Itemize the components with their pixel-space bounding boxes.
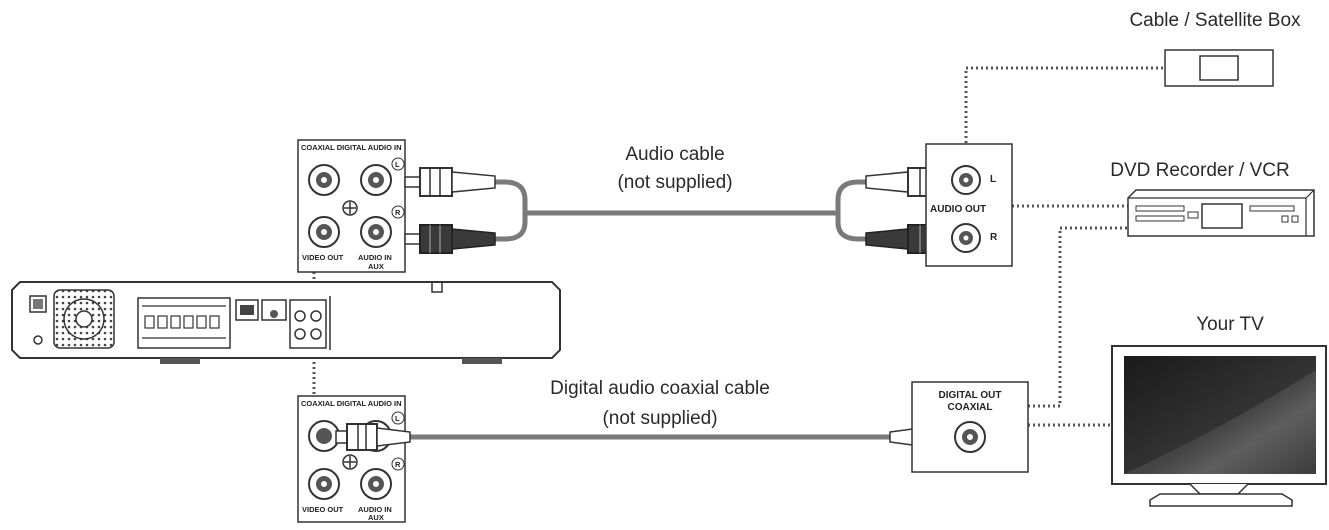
lower-audio-in: AUDIO IN [358, 505, 392, 514]
lower-panel-r: R [395, 460, 401, 469]
coaxial-label: COAXIAL [948, 402, 993, 413]
audio-out-r: R [990, 232, 998, 243]
tv-label: Your TV [1196, 314, 1264, 335]
dvd-recorder-vcr [1127, 189, 1315, 237]
upper-aux: AUX [368, 262, 384, 271]
lower-panel-coaxial-label: COAXIAL DIGITAL AUDIO IN [301, 399, 402, 408]
digital-out-label: DIGITAL OUT [939, 390, 1002, 401]
upper-panel-l: L [395, 160, 400, 169]
upper-video-out: VIDEO OUT [302, 253, 344, 262]
dvd-vcr-label: DVD Recorder / VCR [1110, 160, 1290, 181]
lower-aux: AUX [368, 513, 384, 522]
cable-satellite-box [1164, 49, 1274, 87]
panel-coaxial-label: COAXIAL DIGITAL AUDIO IN [301, 143, 402, 152]
link-cablebox [964, 66, 1165, 148]
lower-panel-l: L [395, 414, 400, 423]
audio-cable [404, 167, 954, 254]
audio-out-panel: L AUDIO OUT R [925, 143, 1013, 267]
upper-jack-panel: COAXIAL DIGITAL AUDIO IN L R VIDEO OUT A… [297, 139, 406, 273]
coax-cable-label: Digital audio coaxial cable [550, 378, 770, 399]
tv-icon [1111, 345, 1327, 507]
audio-cable-note: (not supplied) [617, 172, 733, 193]
upper-panel-r: R [395, 208, 401, 217]
coax-plug-left [335, 423, 411, 451]
rca-plug-left-dark [404, 224, 496, 254]
link-tv-dvd [1028, 226, 1128, 408]
audio-out-label: AUDIO OUT [930, 204, 986, 215]
home-theater-player [11, 281, 561, 364]
lower-jack-panel: COAXIAL DIGITAL AUDIO IN L R VIDEO OUT A… [297, 395, 406, 523]
audio-cable-label: Audio cable [625, 144, 725, 165]
rca-plug-left-white [404, 167, 496, 197]
lower-video-out: VIDEO OUT [302, 505, 344, 514]
audio-out-l: L [990, 174, 996, 185]
upper-audio-in: AUDIO IN [358, 253, 392, 262]
cable-box-label: Cable / Satellite Box [1129, 10, 1301, 31]
digital-out-panel: DIGITAL OUT COAXIAL [911, 381, 1029, 473]
coax-cable-note: (not supplied) [602, 408, 718, 429]
